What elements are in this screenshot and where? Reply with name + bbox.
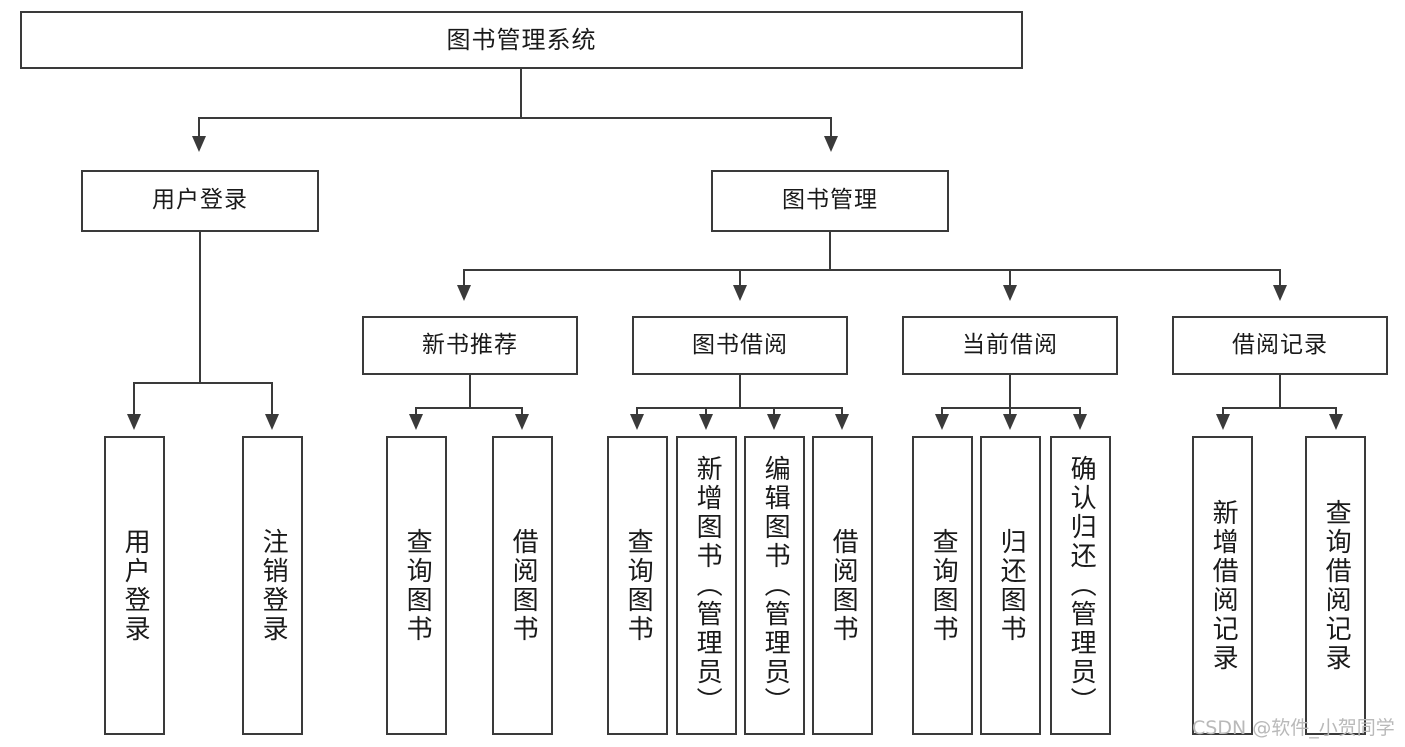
- arrow-bb-leaf-1: [630, 414, 644, 430]
- arrow-br-leaf-1: [1216, 414, 1230, 430]
- leaf-cb-confirm-return-admin[interactable]: 确认归还（管理员）: [1050, 436, 1111, 735]
- node-label: 借阅图书: [828, 527, 859, 644]
- leaf-logout[interactable]: 注销登录: [242, 436, 303, 735]
- leaf-bb-borrow-books[interactable]: 借阅图书: [812, 436, 873, 735]
- node-label: 查询图书: [928, 527, 959, 644]
- connector-user-login-stem: [199, 232, 201, 383]
- arrow-to-leaf-user-login: [127, 414, 141, 430]
- node-label: 注销登录: [258, 527, 289, 644]
- arrow-to-current-borrow: [1003, 285, 1017, 301]
- connector-bb-drop-4: [841, 407, 843, 416]
- node-label: 查询图书: [623, 527, 654, 644]
- leaf-cb-query-books[interactable]: 查询图书: [912, 436, 973, 735]
- arrow-cb-leaf-3: [1073, 414, 1087, 430]
- node-label: 当前借阅: [962, 331, 1058, 358]
- node-book-management[interactable]: 图书管理: [711, 170, 949, 232]
- connector-cb-drop-1: [941, 407, 943, 416]
- node-label: 新增图书（管理员）: [692, 455, 723, 716]
- connector-bb-stem: [739, 375, 741, 408]
- connector-book-mgmt-bus: [463, 269, 1280, 271]
- arrow-cb-leaf-2: [1003, 414, 1017, 430]
- node-label: 图书管理: [782, 187, 878, 214]
- arrow-nbr-leaf-1: [409, 414, 423, 430]
- connector-bb-bus: [636, 407, 843, 409]
- node-label: 编辑图书（管理员）: [760, 455, 791, 716]
- node-label: 查询图书: [402, 527, 433, 644]
- leaf-nbr-borrow-books[interactable]: 借阅图书: [492, 436, 553, 735]
- arrow-br-leaf-2: [1329, 414, 1343, 430]
- arrow-bb-leaf-2: [699, 414, 713, 430]
- node-borrow-records[interactable]: 借阅记录: [1172, 316, 1388, 375]
- connector-bb-drop-3: [773, 407, 775, 416]
- connector-root-drop-book: [830, 117, 832, 138]
- connector-cb-drop-2: [1009, 407, 1011, 416]
- connector-book-mgmt-stem: [829, 232, 831, 270]
- connector-nbr-bus: [415, 407, 523, 409]
- node-label: 图书管理系统: [446, 25, 597, 54]
- node-book-borrow[interactable]: 图书借阅: [632, 316, 848, 375]
- node-label: 新书推荐: [422, 331, 518, 358]
- node-label: 确认归还（管理员）: [1066, 455, 1097, 716]
- node-root-library-system[interactable]: 图书管理系统: [20, 11, 1023, 69]
- node-label: 查询借阅记录: [1321, 498, 1352, 673]
- connector-nbr-drop-1: [415, 407, 417, 416]
- connector-br-drop-1: [1222, 407, 1224, 416]
- node-label: 用户登录: [120, 527, 151, 644]
- connector-book-mgmt-drop-4: [1279, 269, 1281, 287]
- arrow-bb-leaf-3: [767, 414, 781, 430]
- connector-br-stem: [1279, 375, 1281, 408]
- leaf-bb-edit-book-admin[interactable]: 编辑图书（管理员）: [744, 436, 805, 735]
- connector-book-mgmt-drop-3: [1009, 269, 1011, 287]
- node-current-borrow[interactable]: 当前借阅: [902, 316, 1118, 375]
- arrow-to-user-login: [192, 136, 206, 152]
- connector-root-bus: [198, 117, 832, 119]
- node-label: 归还图书: [996, 527, 1027, 644]
- node-user-login[interactable]: 用户登录: [81, 170, 319, 232]
- leaf-bb-add-book-admin[interactable]: 新增图书（管理员）: [676, 436, 737, 735]
- connector-user-login-bus: [133, 382, 272, 384]
- csdn-watermark: CSDN @软件_小贺同学: [1192, 717, 1395, 739]
- arrow-to-leaf-logout: [265, 414, 279, 430]
- leaf-cb-return-books[interactable]: 归还图书: [980, 436, 1041, 735]
- arrow-bb-leaf-4: [835, 414, 849, 430]
- connector-nbr-stem: [469, 375, 471, 408]
- arrow-cb-leaf-1: [935, 414, 949, 430]
- arrow-to-book-mgmt: [824, 136, 838, 152]
- connector-book-mgmt-drop-2: [739, 269, 741, 287]
- connector-cb-stem: [1009, 375, 1011, 408]
- connector-user-login-drop-2: [271, 382, 273, 416]
- connector-user-login-drop-1: [133, 382, 135, 416]
- node-label: 借阅图书: [508, 527, 539, 644]
- leaf-br-query-record[interactable]: 查询借阅记录: [1305, 436, 1366, 735]
- leaf-user-login[interactable]: 用户登录: [104, 436, 165, 735]
- leaf-bb-query-books[interactable]: 查询图书: [607, 436, 668, 735]
- node-label: 用户登录: [152, 187, 248, 214]
- connector-root-stem: [520, 69, 522, 118]
- node-label: 新增借阅记录: [1208, 498, 1239, 673]
- arrow-to-book-borrow: [733, 285, 747, 301]
- connector-bb-drop-1: [636, 407, 638, 416]
- connector-book-mgmt-drop-1: [463, 269, 465, 287]
- node-new-book-recommend[interactable]: 新书推荐: [362, 316, 578, 375]
- arrow-nbr-leaf-2: [515, 414, 529, 430]
- node-label: 图书借阅: [692, 331, 788, 358]
- connector-root-drop-user: [198, 117, 200, 138]
- connector-bb-drop-2: [705, 407, 707, 416]
- connector-br-drop-2: [1335, 407, 1337, 416]
- leaf-br-add-record[interactable]: 新增借阅记录: [1192, 436, 1253, 735]
- connector-nbr-drop-2: [521, 407, 523, 416]
- connector-br-bus: [1222, 407, 1337, 409]
- connector-cb-drop-3: [1079, 407, 1081, 416]
- arrow-to-new-book-recommend: [457, 285, 471, 301]
- arrow-to-borrow-records: [1273, 285, 1287, 301]
- node-label: 借阅记录: [1232, 331, 1328, 358]
- connector-cb-bus: [941, 407, 1081, 409]
- leaf-nbr-query-books[interactable]: 查询图书: [386, 436, 447, 735]
